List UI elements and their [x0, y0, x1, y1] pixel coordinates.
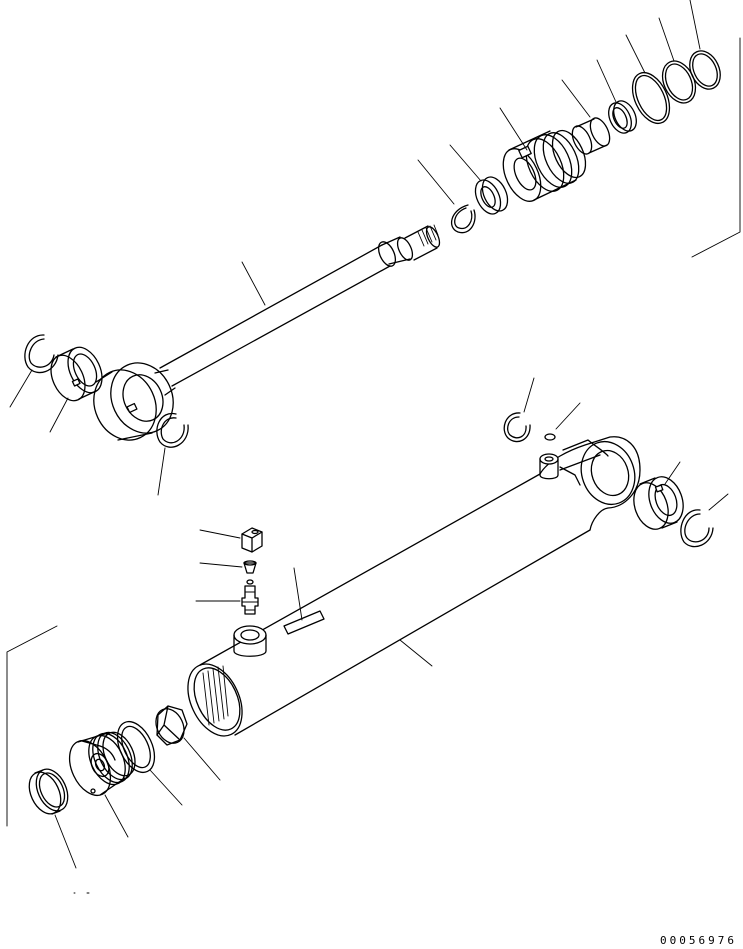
lower-bracket-line [7, 626, 57, 826]
piston-nut-bushing [450, 145, 513, 218]
head-snap-ring [504, 378, 534, 442]
grease-cap [200, 528, 262, 552]
cylinder-tube [177, 434, 643, 745]
o-ring-inner [625, 35, 677, 129]
backup-ring [597, 60, 641, 137]
rod-wiper [23, 764, 76, 868]
rod-mounting-snap-ring [10, 335, 58, 407]
piston-rod [83, 225, 443, 450]
piston-snap-ring [418, 160, 475, 233]
head-snap-ring-right [681, 494, 728, 547]
grease-nipple-body [200, 561, 256, 573]
rod-seal-nut [151, 704, 220, 780]
upper-bracket-line [692, 38, 740, 257]
grease-ball [545, 403, 580, 440]
piston [496, 108, 593, 207]
grease-fitting [196, 580, 258, 614]
o-ring-outer [684, 0, 726, 94]
drawing-reference-code: 00056976 [660, 934, 737, 947]
o-ring-middle [656, 18, 702, 108]
rod-end-snap-ring [157, 413, 188, 495]
piston-collar [562, 80, 614, 157]
cylinder-head [61, 727, 141, 837]
head-bushing [628, 462, 689, 534]
